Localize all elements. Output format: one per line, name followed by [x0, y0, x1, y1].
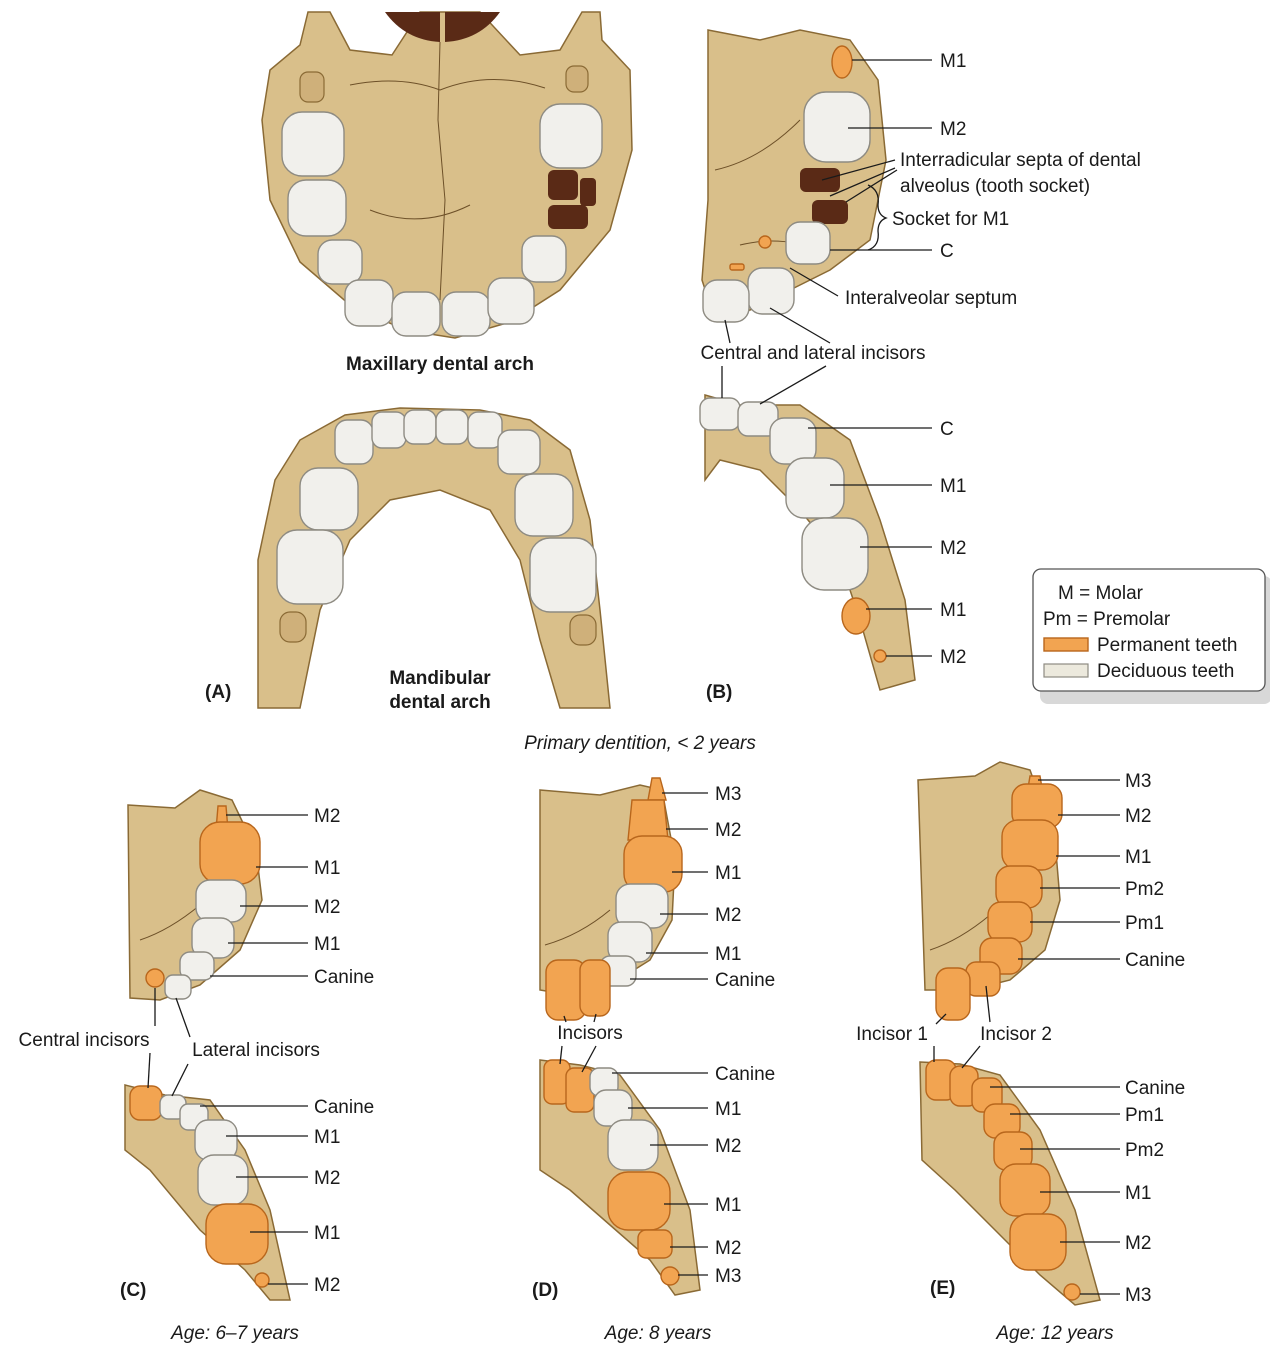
- panel-d-lower-m2: M2: [715, 1238, 741, 1259]
- panel-c-lower-m1: M1: [314, 1223, 340, 1244]
- legend-permanent-label: Permanent teeth: [1097, 635, 1237, 656]
- panel-a-letter: (A): [205, 682, 231, 703]
- panel-c-upper-m1-dec: M1: [314, 934, 340, 955]
- panel-b-label-c-upper: C: [940, 241, 954, 262]
- panel-b-label-m2-upper: M2: [940, 119, 966, 140]
- panel-b-label-c-lower: C: [940, 419, 954, 440]
- panel-b-septa-line2: alveolus (tooth socket): [900, 176, 1090, 197]
- legend-deciduous-label: Deciduous teeth: [1097, 661, 1234, 682]
- panel-d-upper-m3: M3: [715, 784, 741, 805]
- panel-e-lower-m2: M2: [1125, 1233, 1151, 1254]
- panel-d-lower-m2-dec: M2: [715, 1136, 741, 1157]
- panel-d-letter: (D): [532, 1280, 558, 1301]
- panel-e-letter: (E): [930, 1278, 955, 1299]
- panel-e-upper-m1: M1: [1125, 847, 1151, 868]
- panel-b-socket-label: Socket for M1: [892, 209, 1009, 230]
- panel-e-upper-m3: M3: [1125, 771, 1151, 792]
- panel-e-lower-m3: M3: [1125, 1285, 1151, 1306]
- panel-c-age: Age: 6–7 years: [170, 1323, 299, 1344]
- panel-c-letter: (C): [120, 1280, 146, 1301]
- panel-d-lower-m3: M3: [715, 1266, 741, 1287]
- panel-e-age: Age: 12 years: [995, 1323, 1114, 1344]
- maxillary-arch-illustration: Maxillary dental arch: [262, 12, 632, 375]
- panel-d-age: Age: 8 years: [604, 1323, 712, 1344]
- legend-permanent-swatch: [1044, 638, 1088, 651]
- panel-d-upper-m2: M2: [715, 820, 741, 841]
- panel-c-upper-m1: M1: [314, 858, 340, 879]
- panel-c-lower-m2: M2: [314, 1275, 340, 1296]
- panel-b-septa-line1: Interradicular septa of dental: [900, 150, 1141, 171]
- panel-c-upper-canine: Canine: [314, 967, 374, 988]
- panel-d-upper-m1-dec: M1: [715, 944, 741, 965]
- legend-premolar-line: Pm = Premolar: [1043, 609, 1171, 630]
- panel-e-lower-pm1: Pm1: [1125, 1105, 1164, 1126]
- maxillary-caption: Maxillary dental arch: [346, 354, 534, 375]
- panel-c-upper-m2: M2: [314, 806, 340, 827]
- panel-b-label-m2-perm: M2: [940, 647, 966, 668]
- panel-c-lower-m2-dec: M2: [314, 1168, 340, 1189]
- panel-e-upper-m2: M2: [1125, 806, 1151, 827]
- panel-e-lower-pm2: Pm2: [1125, 1140, 1164, 1161]
- panel-b-label-m1-upper: M1: [940, 51, 966, 72]
- mandibular-caption-line1: Mandibular: [389, 668, 491, 689]
- panel-c-lateral-incisors: Lateral incisors: [192, 1040, 320, 1061]
- panel-d-upper-m2-dec: M2: [715, 905, 741, 926]
- panel-b-label-m2-lower: M2: [940, 538, 966, 559]
- panel-b-letter: (B): [706, 682, 732, 703]
- mandibular-caption-line2: dental arch: [389, 692, 490, 713]
- panel-d-lower-canine: Canine: [715, 1064, 775, 1085]
- panel-d-lower-m1-dec: M1: [715, 1099, 741, 1120]
- mandibular-arch-illustration: Mandibular dental arch: [258, 408, 610, 713]
- panel-b-label-m1-lower: M1: [940, 476, 966, 497]
- panel-e-upper-pm1: Pm1: [1125, 913, 1164, 934]
- panel-d-upper-canine: Canine: [715, 970, 775, 991]
- panel-e-lower-m1: M1: [1125, 1183, 1151, 1204]
- panel-c-lower-m1-dec: M1: [314, 1127, 340, 1148]
- legend-molar-line: M = Molar: [1058, 583, 1144, 604]
- panel-b-interalveolar-label: Interalveolar septum: [845, 288, 1017, 309]
- primary-dentition-caption: Primary dentition, < 2 years: [524, 733, 756, 754]
- panel-e-upper-pm2: Pm2: [1125, 879, 1164, 900]
- panel-e-lower-canine: Canine: [1125, 1078, 1185, 1099]
- legend-deciduous-swatch: [1044, 664, 1088, 677]
- panel-b-label-m1-perm: M1: [940, 600, 966, 621]
- panel-e-upper-canine: Canine: [1125, 950, 1185, 971]
- panel-d-lower-m1: M1: [715, 1195, 741, 1216]
- panel-e-incisor2: Incisor 2: [980, 1024, 1052, 1045]
- panel-c-lower-canine: Canine: [314, 1097, 374, 1118]
- panel-d-incisors-label: Incisors: [557, 1023, 622, 1044]
- panel-c-central-incisors: Central incisors: [19, 1030, 150, 1051]
- panel-b-incisors-label: Central and lateral incisors: [701, 343, 926, 364]
- panel-c-upper-m2-dec: M2: [314, 897, 340, 918]
- panel-d-upper-m1: M1: [715, 863, 741, 884]
- panel-e-incisor1: Incisor 1: [856, 1024, 928, 1045]
- legend: M = Molar Pm = Premolar Permanent teeth …: [1033, 569, 1270, 704]
